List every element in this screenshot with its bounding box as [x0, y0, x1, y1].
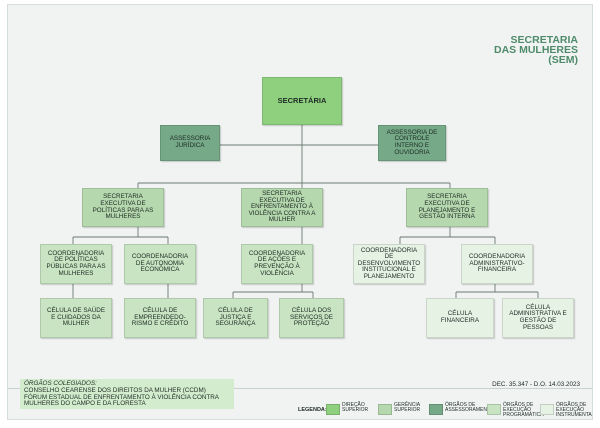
org-box-exec-politicas: SECRETARIA EXECUTIVA DE POLÍTICAS PARA A…: [82, 188, 164, 227]
legend-title: LEGENDA:: [298, 407, 327, 413]
legend: LEGENDA: DIREÇÃO SUPERIOR GERÊNCIA SUPER…: [298, 399, 593, 419]
org-box-cell-servicos-protecao: CÉLULA DOS SERVIÇOS DE PROTEÇÃO: [279, 298, 344, 338]
legend-swatch: [487, 404, 501, 415]
org-box-exec-enfrentamento: SECRETARIA EXECUTIVA DE ENFRENTAMENTO À …: [241, 188, 323, 227]
legend-swatch: [540, 404, 554, 415]
title-line-1: SECRETARIA: [510, 34, 578, 46]
legend-label: ÓRGÃOS DE ASSESSORAMENTO: [445, 402, 494, 414]
legend-swatch: [429, 404, 443, 415]
legend-swatch: [378, 404, 392, 415]
decree-reference: DEC. 35.347 - D.O. 14.03.2023: [492, 381, 580, 388]
legend-item-instrumental: ÓRGÃOS DE EXECUÇÃO INSTRUMENTAL: [540, 402, 593, 419]
legend-label: DIREÇÃO SUPERIOR: [342, 402, 369, 414]
title-line-3: (SEM): [548, 54, 578, 66]
org-box-coord-autonomia-economica: COORDENADORIA DE AUTONOMIA ECONÔMICA: [124, 244, 196, 284]
legend-swatch: [326, 404, 340, 415]
legend-item-programatica: ÓRGÃOS DE EXECUÇÃO PROGRAMÁTICA: [487, 402, 544, 419]
colegiados-line: CONSELHO CEARENSE DOS DIREITOS DA MULHER…: [24, 386, 206, 394]
legend-label: ÓRGÃOS DE EXECUÇÃO PROGRAMÁTICA: [503, 402, 544, 419]
colegiados-line: FÓRUM ESTADUAL DE ENFRENTAMENTO À VIOLÊN…: [24, 393, 219, 401]
org-chart-page: SECRETARIA DAS MULHERES (SEM): [7, 4, 593, 420]
org-box-cell-financeira: CÉLULA FINANCEIRA: [426, 298, 494, 338]
legend-label: GERÊNCIA SUPERIOR: [394, 402, 421, 414]
legend-item-gerencia: GERÊNCIA SUPERIOR: [378, 402, 426, 417]
colegiados-heading: ÓRGÃOS COLEGIADOS:: [24, 380, 97, 387]
org-box-coord-administrativo: COORDENADORIA ADMINISTRATIVO-FINANCEIRA: [461, 244, 533, 284]
legend-item-direcao: DIREÇÃO SUPERIOR: [326, 402, 374, 417]
title-line-2: DAS MULHERES: [493, 44, 578, 56]
connector-lines: [72, 125, 539, 298]
colegiados-line: MULHERES DO CAMPO E DA FLORESTA: [24, 400, 146, 408]
org-box-coord-politicas-publicas: COORDENADORIA DE POLÍTICAS PÚBLICAS PARA…: [40, 244, 112, 284]
org-box-assessoria-juridica: ASSESSORIA JURÍDICA: [160, 125, 220, 161]
legend-item-assessoramento: ÓRGÃOS DE ASSESSORAMENTO: [429, 402, 494, 417]
page-title: SECRETARIA DAS MULHERES (SEM): [418, 34, 578, 66]
org-box-cell-justica: CÉLULA DE JUSTIÇA E SEGURANÇA: [203, 298, 268, 338]
org-box-coord-acoes-prevencao: COORDENADORIA DE AÇÕES E PREVENÇÃO À VIO…: [241, 244, 313, 284]
org-box-assessoria-controle-interno: ASSESSORIA DE CONTROLE INTERNO E OUVIDOR…: [378, 125, 446, 161]
footer-divider: [8, 388, 592, 389]
org-box-coord-desenvolvimento: COORDENADORIA DE DESENVOLVIMENTO INSTITU…: [353, 244, 425, 284]
org-box-cell-saude: CÉLULA DE SAÚDE E CUIDADOS DA MULHER: [40, 298, 112, 338]
org-box-exec-planejamento: SECRETARIA EXECUTIVA DE PLANEJAMENTO E G…: [406, 188, 488, 227]
org-box-cell-empreendedorismo: CÉLULA DE EMPREENDEDO-RISMO E CRÉDITO: [124, 298, 196, 338]
org-box-secretaria: SECRETÁRIA: [262, 77, 342, 125]
org-box-cell-administrativa: CÉLULA ADMINISTRATIVA E GESTÃO DE PESSOA…: [502, 298, 574, 338]
orgaos-colegiados-box: ÓRGÃOS COLEGIADOS: CONSELHO CEARENSE DOS…: [20, 379, 234, 409]
legend-label: ÓRGÃOS DE EXECUÇÃO INSTRUMENTAL: [556, 402, 593, 419]
